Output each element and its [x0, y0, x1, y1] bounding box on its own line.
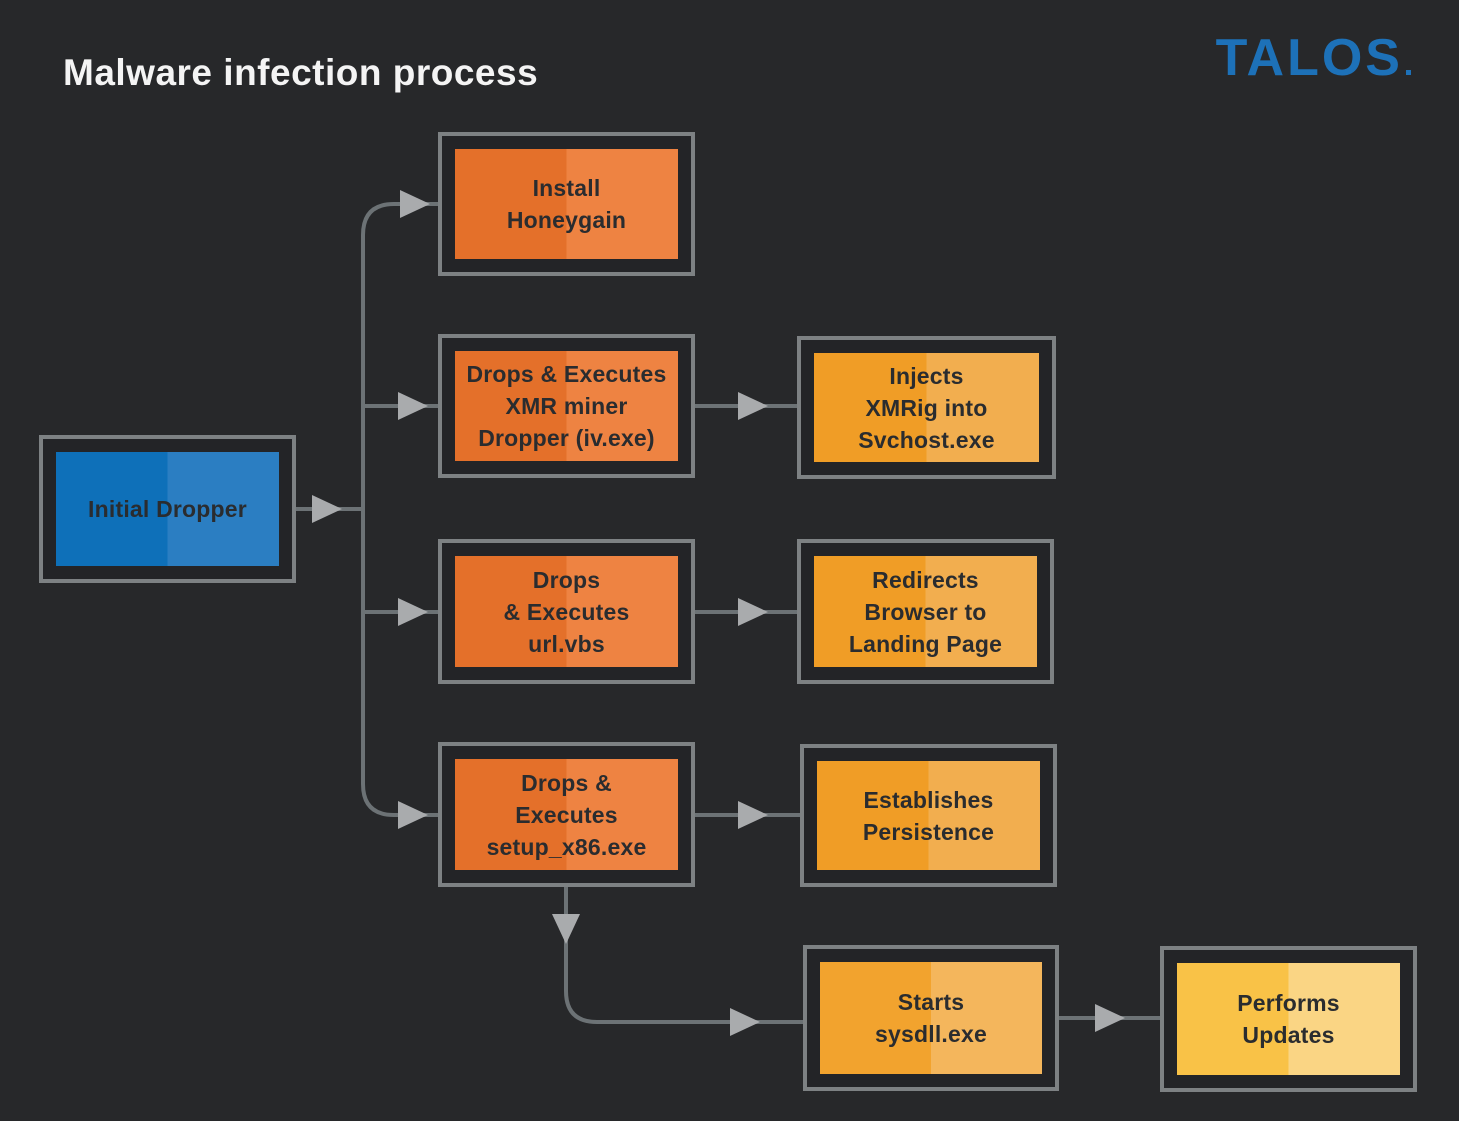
- node-label: Install Honeygain: [506, 175, 627, 233]
- node-fill: Redirects Browser to Landing Page: [814, 556, 1037, 667]
- connector-line: [564, 887, 803, 1024]
- arrowhead-icon: [552, 914, 580, 944]
- arrowhead-icon: [738, 392, 768, 420]
- arrowhead-icon: [400, 190, 430, 218]
- node-install-honeygain: Install Honeygain: [438, 132, 695, 276]
- node-fill: Performs Updates: [1177, 963, 1400, 1075]
- arrowhead-icon: [398, 801, 428, 829]
- node-fill: Establishes Persistence: [817, 761, 1040, 870]
- node-fill: Drops & Executes url.vbs: [455, 556, 678, 667]
- connector-line: [361, 509, 438, 817]
- arrowhead-icon: [738, 801, 768, 829]
- node-label: Establishes Persistence: [862, 786, 995, 845]
- node-label: Drops & Executes setup_x86.exe: [486, 769, 647, 860]
- node-establishes-persistence: Establishes Persistence: [800, 744, 1057, 887]
- arrowhead-icon: [730, 1008, 760, 1036]
- arrowhead-icon: [1095, 1004, 1125, 1032]
- node-label: Performs Updates: [1237, 990, 1340, 1048]
- node-fill: Initial Dropper: [56, 452, 279, 566]
- node-fill: Install Honeygain: [455, 149, 678, 259]
- node-setup-x86: Drops & Executes setup_x86.exe: [438, 742, 695, 887]
- arrowhead-icon: [738, 598, 768, 626]
- node-url-vbs: Drops & Executes url.vbs: [438, 539, 695, 684]
- node-fill: Injects XMRig into Svchost.exe: [814, 353, 1039, 462]
- arrowhead-icon: [398, 392, 428, 420]
- talos-logo: TALOS: [1216, 32, 1411, 84]
- node-label: Drops & Executes XMR miner Dropper (iv.e…: [466, 361, 667, 451]
- node-starts-sysdll: Starts sysdll.exe: [803, 945, 1059, 1091]
- node-fill: Drops & Executes XMR miner Dropper (iv.e…: [455, 351, 678, 461]
- node-injects-xmrig: Injects XMRig into Svchost.exe: [797, 336, 1056, 479]
- node-label: Injects XMRig into Svchost.exe: [858, 362, 995, 453]
- node-xmr-miner-dropper: Drops & Executes XMR miner Dropper (iv.e…: [438, 334, 695, 478]
- node-label: Starts sysdll.exe: [875, 989, 987, 1047]
- arrowhead-icon: [312, 495, 342, 523]
- page-title: Malware infection process: [63, 52, 539, 93]
- node-fill: Starts sysdll.exe: [820, 962, 1042, 1074]
- node-fill: Drops & Executes setup_x86.exe: [455, 759, 678, 870]
- node-redirects-browser: Redirects Browser to Landing Page: [797, 539, 1054, 684]
- arrowhead-icon: [398, 598, 428, 626]
- node-label: Redirects Browser to Landing Page: [848, 566, 1003, 657]
- node-label: Drops & Executes url.vbs: [503, 566, 630, 657]
- connector-line: [361, 202, 438, 509]
- node-initial-dropper: Initial Dropper: [39, 435, 296, 583]
- node-label: Initial Dropper: [88, 496, 247, 522]
- node-performs-updates: Performs Updates: [1160, 946, 1417, 1092]
